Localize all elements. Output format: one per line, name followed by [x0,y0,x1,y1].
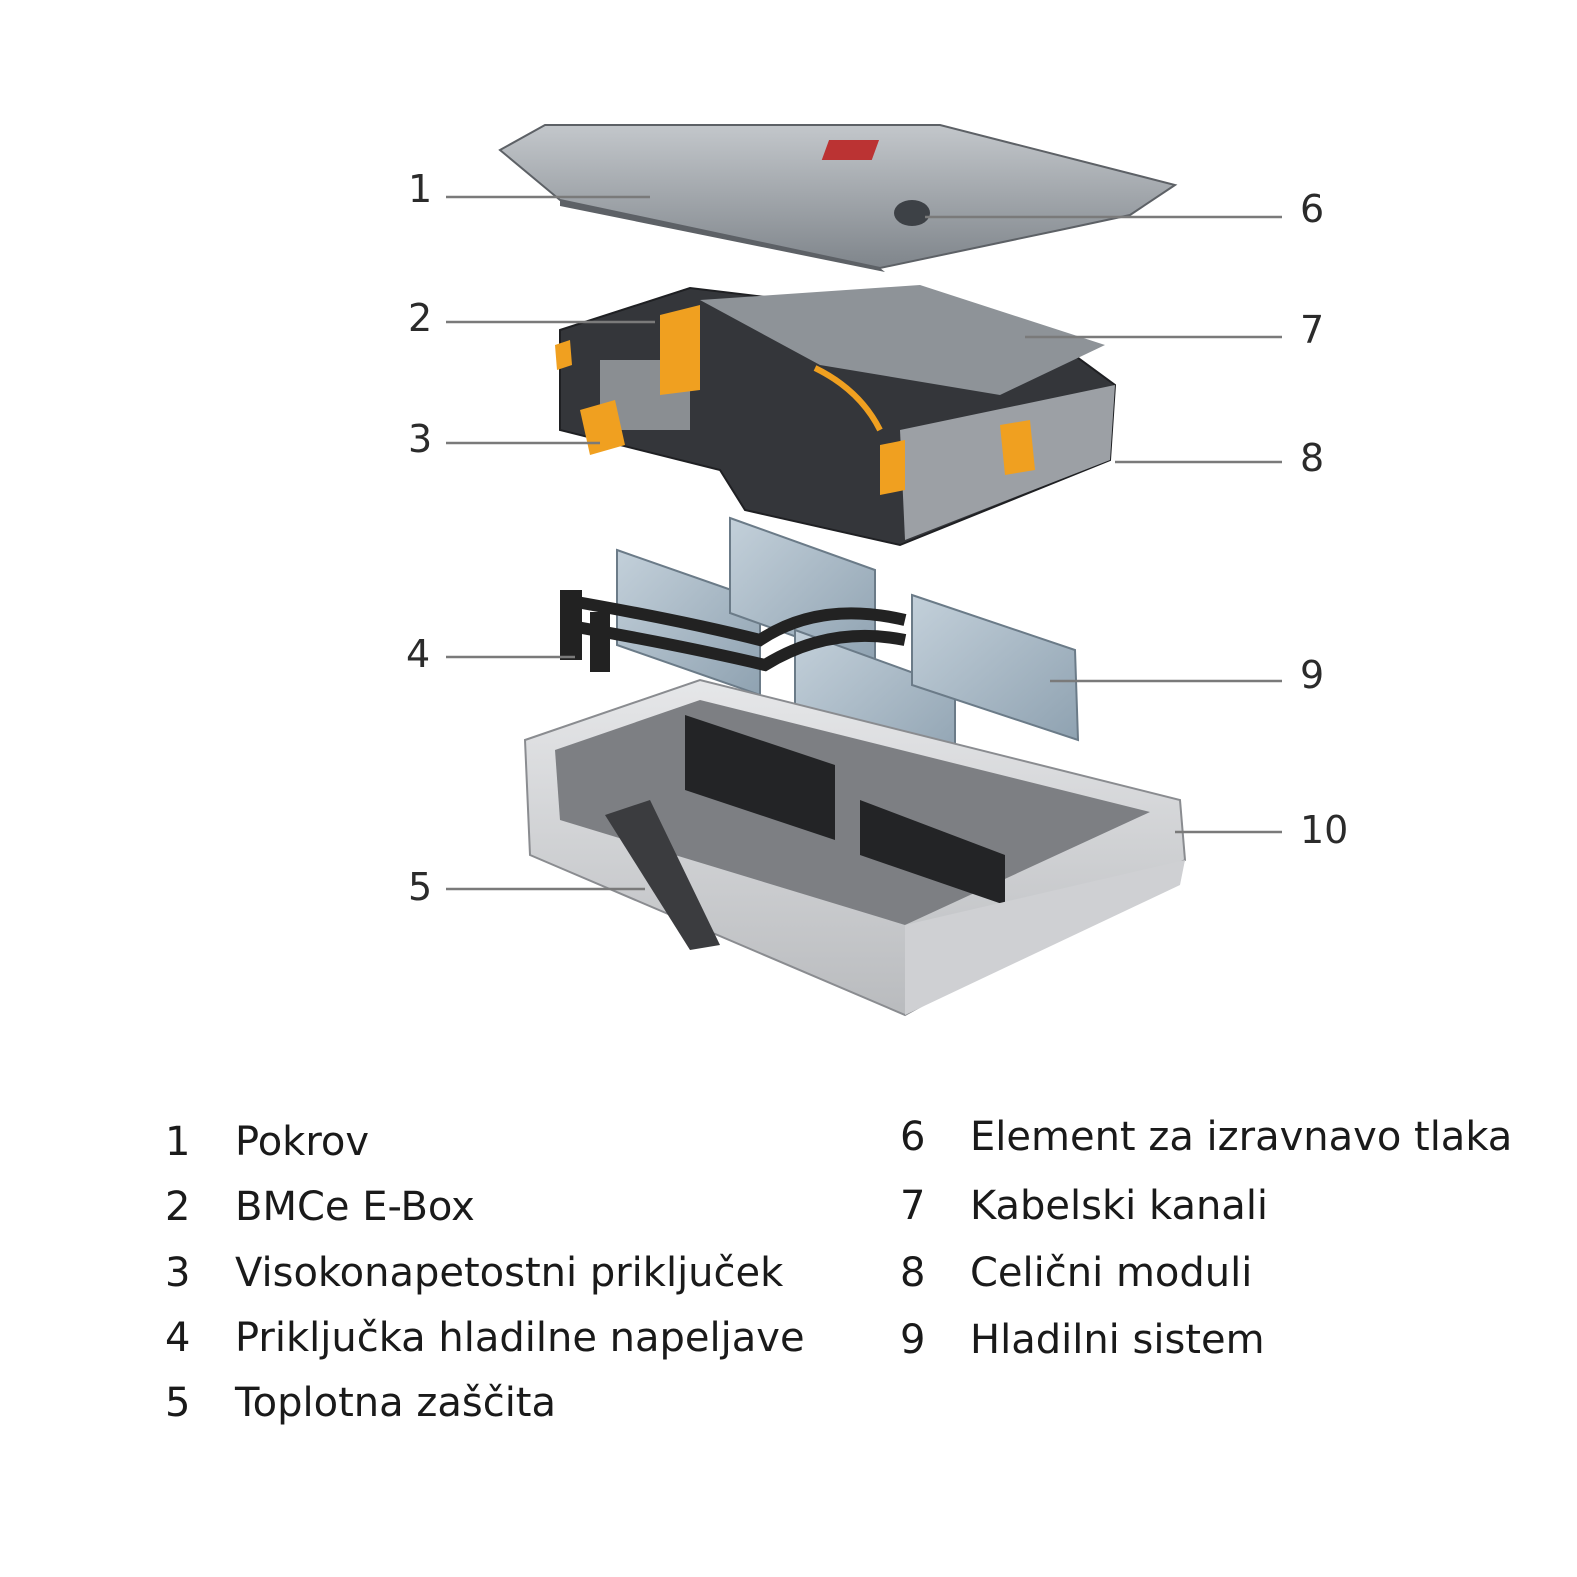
tray-part [523,678,1187,1017]
legend-label: Kabelski kanali [970,1183,1269,1229]
legend-item-8: 8 Celični moduli [900,1243,1252,1303]
legend-number: 5 [165,1380,191,1426]
legend-number: 1 [165,1119,191,1165]
legend-number: 2 [165,1184,191,1230]
callout-1: 1 [408,167,432,211]
leader-lines [446,195,1282,891]
legend-number: 9 [900,1317,926,1363]
legend-label: Celični moduli [970,1250,1253,1296]
legend-item-6: 6 Element za izravnavo tlaka [900,1107,1512,1167]
legend-number: 4 [165,1315,191,1361]
callout-8: 8 [1300,436,1324,480]
callout-2: 2 [408,296,432,340]
legend-item-2: 2 BMCe E-Box [165,1177,475,1237]
legend-label: Element za izravnavo tlaka [970,1114,1513,1160]
legend-item-3: 3 Visokonapetostni priključek [165,1243,783,1303]
callout-7: 7 [1300,308,1324,352]
legend-item-4: 4 Priključka hladilne napeljave [165,1308,805,1368]
legend-number: 7 [900,1183,926,1229]
cover-part [498,124,1178,272]
legend-label: Priključka hladilne napeljave [235,1315,805,1361]
callout-5: 5 [408,865,432,909]
callout-10: 10 [1300,808,1348,852]
callout-6: 6 [1300,187,1324,231]
callout-4: 4 [406,632,430,676]
legend-label: Toplotna zaščita [235,1380,556,1426]
legend-item-9: 9 Hladilni sistem [900,1310,1265,1370]
modules-part [555,285,1117,547]
legend-number: 8 [900,1250,926,1296]
legend-label: Visokonapetostni priključek [235,1250,784,1296]
legend-number: 6 [900,1114,926,1160]
legend-item-1: 1 Pokrov [165,1112,369,1172]
callout-9: 9 [1300,653,1324,697]
legend-item-7: 7 Kabelski kanali [900,1176,1268,1236]
legend-label: BMCe E-Box [235,1184,475,1230]
legend-item-5: 5 Toplotna zaščita [165,1373,556,1433]
legend-label: Hladilni sistem [970,1317,1265,1363]
callout-3: 3 [408,417,432,461]
legend-number: 3 [165,1250,191,1296]
battery-exploded-diagram: 1 2 3 4 5 6 7 8 9 10 [406,124,1348,1017]
legend-label: Pokrov [235,1119,370,1165]
